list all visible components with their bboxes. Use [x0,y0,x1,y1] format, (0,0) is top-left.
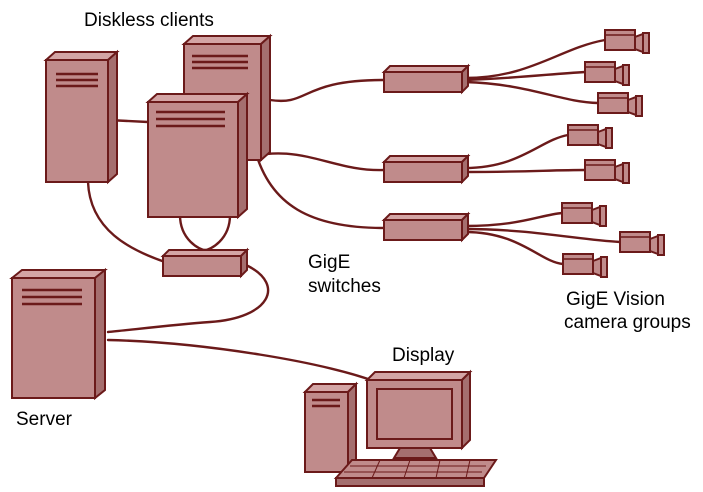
video-camera-icon [562,253,608,278]
cameras-label-line1: GigE Vision [566,289,665,310]
video-camera-icon [584,61,630,86]
display-label: Display [392,345,455,366]
cable-client2-switch3 [253,148,386,230]
cable-switch3-cam7 [463,227,622,244]
desktop-workstation-icon [302,369,498,487]
cable-switch1-cam1 [463,38,607,80]
switches-label-line2: switches [308,276,381,297]
video-camera-icon [584,159,630,184]
tower-computer-icon [145,91,250,220]
tower-computer-icon [9,267,108,401]
video-camera-icon [619,231,665,256]
tower-computer-icon [43,49,120,185]
video-camera-icon [567,124,613,149]
video-camera-icon [604,29,650,54]
cable-server-display [106,338,386,387]
network-switch-icon [383,213,469,241]
cable-switch3-cam6 [463,211,564,228]
cable-switch1-cam2 [463,70,587,82]
video-camera-icon [561,202,607,227]
cable-client3-switch1 [268,78,386,103]
diskless-clients-label: Diskless clients [84,10,214,31]
network-switch-icon [162,249,248,277]
cable-switch1-cam3 [463,80,600,105]
cable-client1-switch4 [86,180,167,264]
network-switch-icon [383,65,469,93]
switches-label-line1: GigE [308,252,350,273]
cable-client2-switch4a [178,213,207,252]
cable-switch2-cam5 [463,168,587,174]
cable-client2-switch4b [203,213,232,252]
video-camera-icon [597,92,643,117]
server-label: Server [16,409,73,430]
cable-switch4-server [106,264,270,334]
network-switch-icon [383,155,469,183]
cable-switch3-cam8 [463,230,565,266]
cameras-label-line2: camera groups [564,312,691,333]
cable-switch2-cam4 [463,133,570,170]
cables [86,38,622,387]
